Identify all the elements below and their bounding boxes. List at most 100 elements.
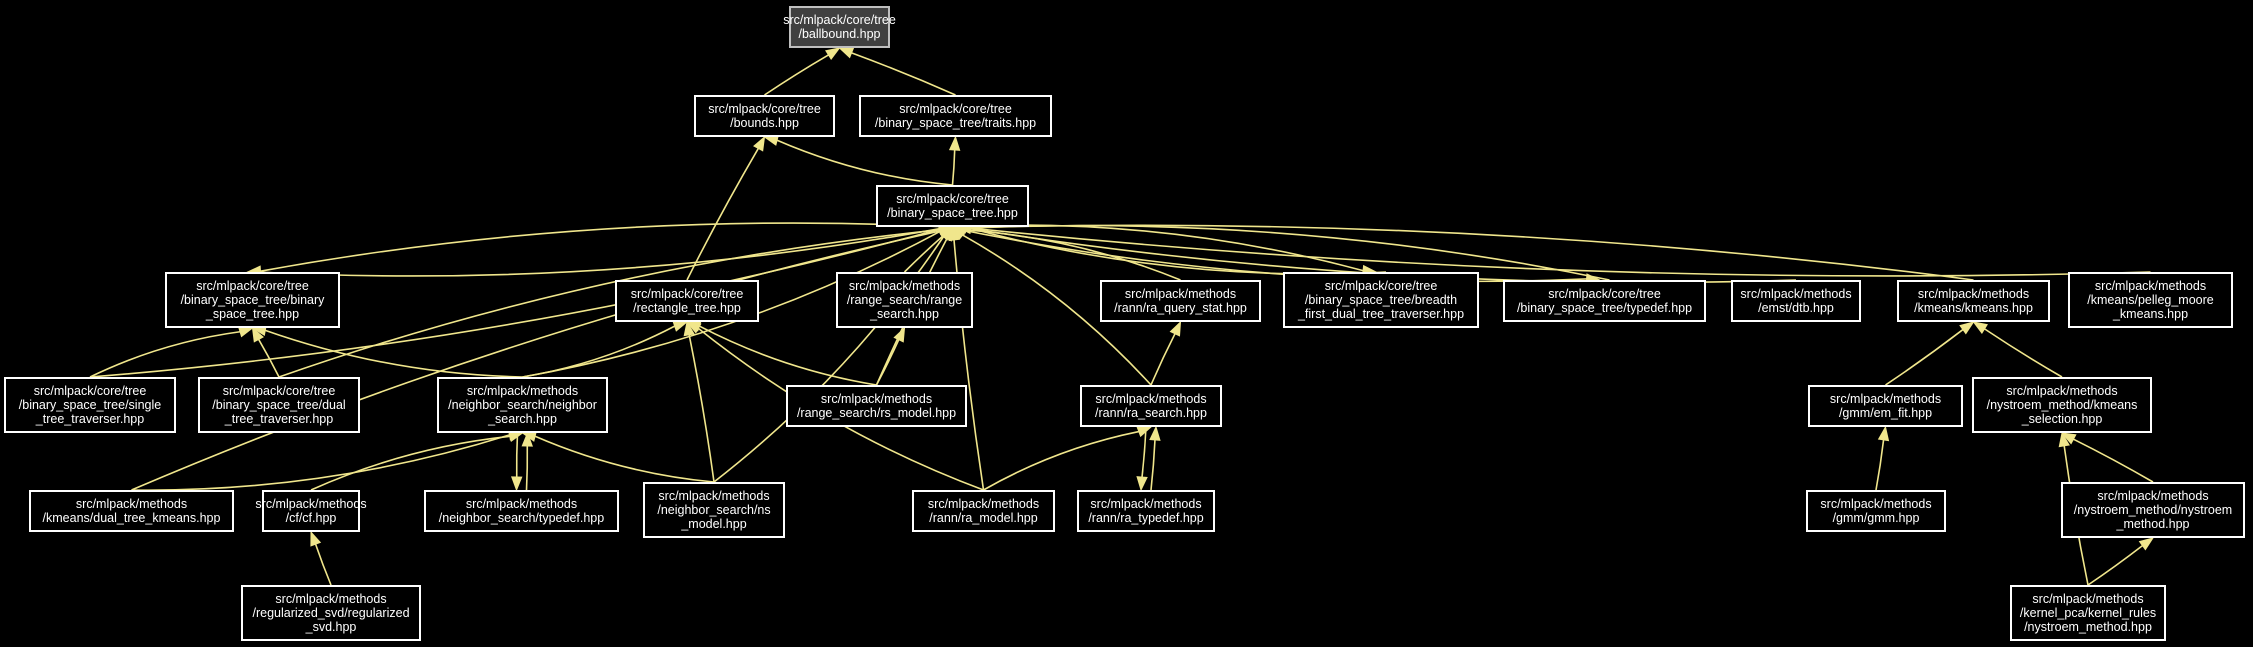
node-ra-typedef[interactable]: src/mlpack/methods/rann/ra_typedef.hpp [1077,490,1215,532]
node-ra-query-stat[interactable]: src/mlpack/methods/rann/ra_query_stat.hp… [1100,280,1261,322]
dependency-edge [851,52,956,96]
node-label-line: src/mlpack/methods [848,279,961,293]
node-cf[interactable]: src/mlpack/methods/cf/cf.hpp [255,490,367,532]
arrowhead [1877,425,1890,442]
node-label-line: /cf/cf.hpp [285,511,337,525]
node-label-line: /ballbound.hpp [798,27,881,41]
node-label-line: src/mlpack/core/tree [899,102,1012,116]
node-binary-space-tree-traits[interactable]: src/mlpack/core/tree/binary_space_tree/t… [859,95,1052,137]
dependency-edge [265,329,523,378]
node-regularized-svd[interactable]: src/mlpack/methods/regularized_svd/regul… [241,585,421,641]
dependency-edge [1150,333,1176,386]
arrowhead [1136,426,1153,438]
node-neighbor-search-typedef[interactable]: src/mlpack/methods/neighbor_search/typed… [424,490,619,532]
node-kmeans-selection[interactable]: src/mlpack/methods/nystroem_method/kmean… [1972,377,2152,433]
dependency-edge [260,222,948,272]
arrowhead [2060,432,2077,445]
dependency-edge [1141,426,1147,478]
dependency-edge [257,227,945,277]
arrowhead [507,430,524,443]
node-label-line: /range_search/rs_model.hpp [796,406,957,420]
node-rs-model[interactable]: src/mlpack/methods/range_search/rs_model… [786,385,967,427]
node-label-line: _method.hpp [2116,517,2190,531]
node-kmeans[interactable]: src/mlpack/methods/kmeans/kmeans.hpp [1897,280,2050,322]
node-binary-space-tree-binary-space-tree[interactable]: src/mlpack/core/tree/binary_space_tree/b… [165,272,340,328]
dependency-edge [965,224,1974,281]
dependency-edge [698,325,877,386]
arrowhead [948,225,960,242]
dependency-edge [1150,439,1156,491]
node-binary-space-tree-typedef[interactable]: src/mlpack/core/tree/binary_space_tree/t… [1503,280,1706,322]
node-label-line: _tree_traverser.hpp [35,412,145,426]
dependency-edge [522,325,676,378]
node-label-line: src/mlpack/methods [1095,392,1207,406]
node-label-line: /binary_space_tree/typedef.hpp [1516,301,1693,315]
node-label-line: src/mlpack/methods [2097,489,2209,503]
node-rectangle-tree[interactable]: src/mlpack/core/tree/rectangle_tree.hpp [615,280,759,322]
node-label-line: /rectangle_tree.hpp [633,301,741,315]
node-label-line: _search.hpp [488,412,557,426]
dependency-edge [688,334,715,483]
node-nystroem-method[interactable]: src/mlpack/methods/nystroem_method/nystr… [2061,482,2245,538]
dependency-edge [515,432,519,478]
node-ra-model[interactable]: src/mlpack/methods/rann/ra_model.hpp [912,490,1055,532]
node-pelleg-moore-kmeans[interactable]: src/mlpack/methods/kmeans/pelleg_moore_k… [2068,272,2233,328]
dependency-edge [278,229,940,378]
node-label-line: /kmeans/dual_tree_kmeans.hpp [42,511,221,525]
dependency-edge [1984,328,2063,378]
dependency-edge [983,430,1139,491]
node-label-line: src/mlpack/core/tree [1324,279,1438,293]
arrowhead [893,326,906,343]
node-dual-tree-kmeans[interactable]: src/mlpack/methods/kmeans/dual_tree_kmea… [29,490,234,532]
node-label-line: src/mlpack/methods [1740,287,1852,301]
dependency-edge [965,226,2151,277]
dependency-edge [89,228,940,378]
node-dual-tree-traverser[interactable]: src/mlpack/core/tree/binary_space_tree/d… [198,377,360,433]
node-neighbor-search[interactable]: src/mlpack/methods/neighbor_search/neigh… [437,377,608,433]
node-label-line: /kernel_pca/kernel_rules [2019,606,2157,620]
node-gmm[interactable]: src/mlpack/methods/gmm/gmm.hpp [1806,490,1946,532]
dependency-edge [257,339,280,378]
node-label-line: /binary_space_tree/breadth [1304,293,1458,307]
node-label-line: _search.hpp [870,307,939,321]
node-label-line: /neighbor_search/typedef.hpp [438,511,605,525]
node-ns-model[interactable]: src/mlpack/methods/neighbor_search/ns_mo… [643,482,785,538]
node-label-line: src/mlpack/methods [465,497,578,511]
node-label-line: /range_search/range [846,293,963,307]
arrowhead [685,321,702,334]
node-label-line: /kmeans/kmeans.hpp [1914,301,2033,315]
node-label-line: /regularized_svd/regularized [252,606,410,620]
node-emst-dtb[interactable]: src/mlpack/methods/emst/dtb.hpp [1731,280,1861,322]
node-single-tree-traverser[interactable]: src/mlpack/core/tree/binary_space_tree/s… [4,377,176,433]
dependency-edge [525,445,529,491]
node-kernel-rules-nystroem-method[interactable]: src/mlpack/methods/kernel_pca/kernel_rul… [2010,585,2166,641]
arrowhead [1169,320,1182,337]
node-ballbound[interactable]: src/mlpack/core/tree/ballbound.hpp [783,6,896,48]
node-label-line: /rann/ra_search.hpp [1095,406,1207,420]
node-breadth-first-dual-tree-traverser[interactable]: src/mlpack/core/tree/binary_space_tree/b… [1283,272,1479,328]
dependency-edge [903,235,944,273]
arrowhead [2058,431,2070,448]
arrowhead [825,47,841,61]
arrowhead [1959,321,1975,335]
node-label-line: /gmm/em_fit.hpp [1838,406,1933,420]
node-bounds[interactable]: src/mlpack/core/tree/bounds.hpp [694,95,835,137]
arrowhead [521,431,533,447]
arrowhead [251,326,264,343]
node-ra-search[interactable]: src/mlpack/methods/rann/ra_search.hpp [1080,385,1222,427]
node-label-line: src/mlpack/core/tree [630,287,744,301]
node-range-search[interactable]: src/mlpack/methods/range_search/range_se… [836,272,973,328]
node-label-line: /binary_space_tree/dual [212,398,346,412]
arrowhead [2138,537,2155,551]
node-label-line: src/mlpack/methods [255,497,367,511]
node-label-line: /binary_space_tree.hpp [887,206,1018,220]
dependency-edge [962,234,1152,386]
node-label-line: src/mlpack/methods [927,497,1040,511]
node-label-line: src/mlpack/methods [2006,384,2118,398]
node-em-fit[interactable]: src/mlpack/methods/gmm/em_fit.hpp [1808,385,1963,427]
node-label-line: /binary_space_tree/traits.hpp [874,116,1037,130]
dependency-edge [1885,328,1964,386]
node-label-line: src/mlpack/methods [1820,497,1932,511]
arrowhead [511,476,523,492]
node-binary-space-tree[interactable]: src/mlpack/core/tree/binary_space_tree.h… [876,185,1029,227]
